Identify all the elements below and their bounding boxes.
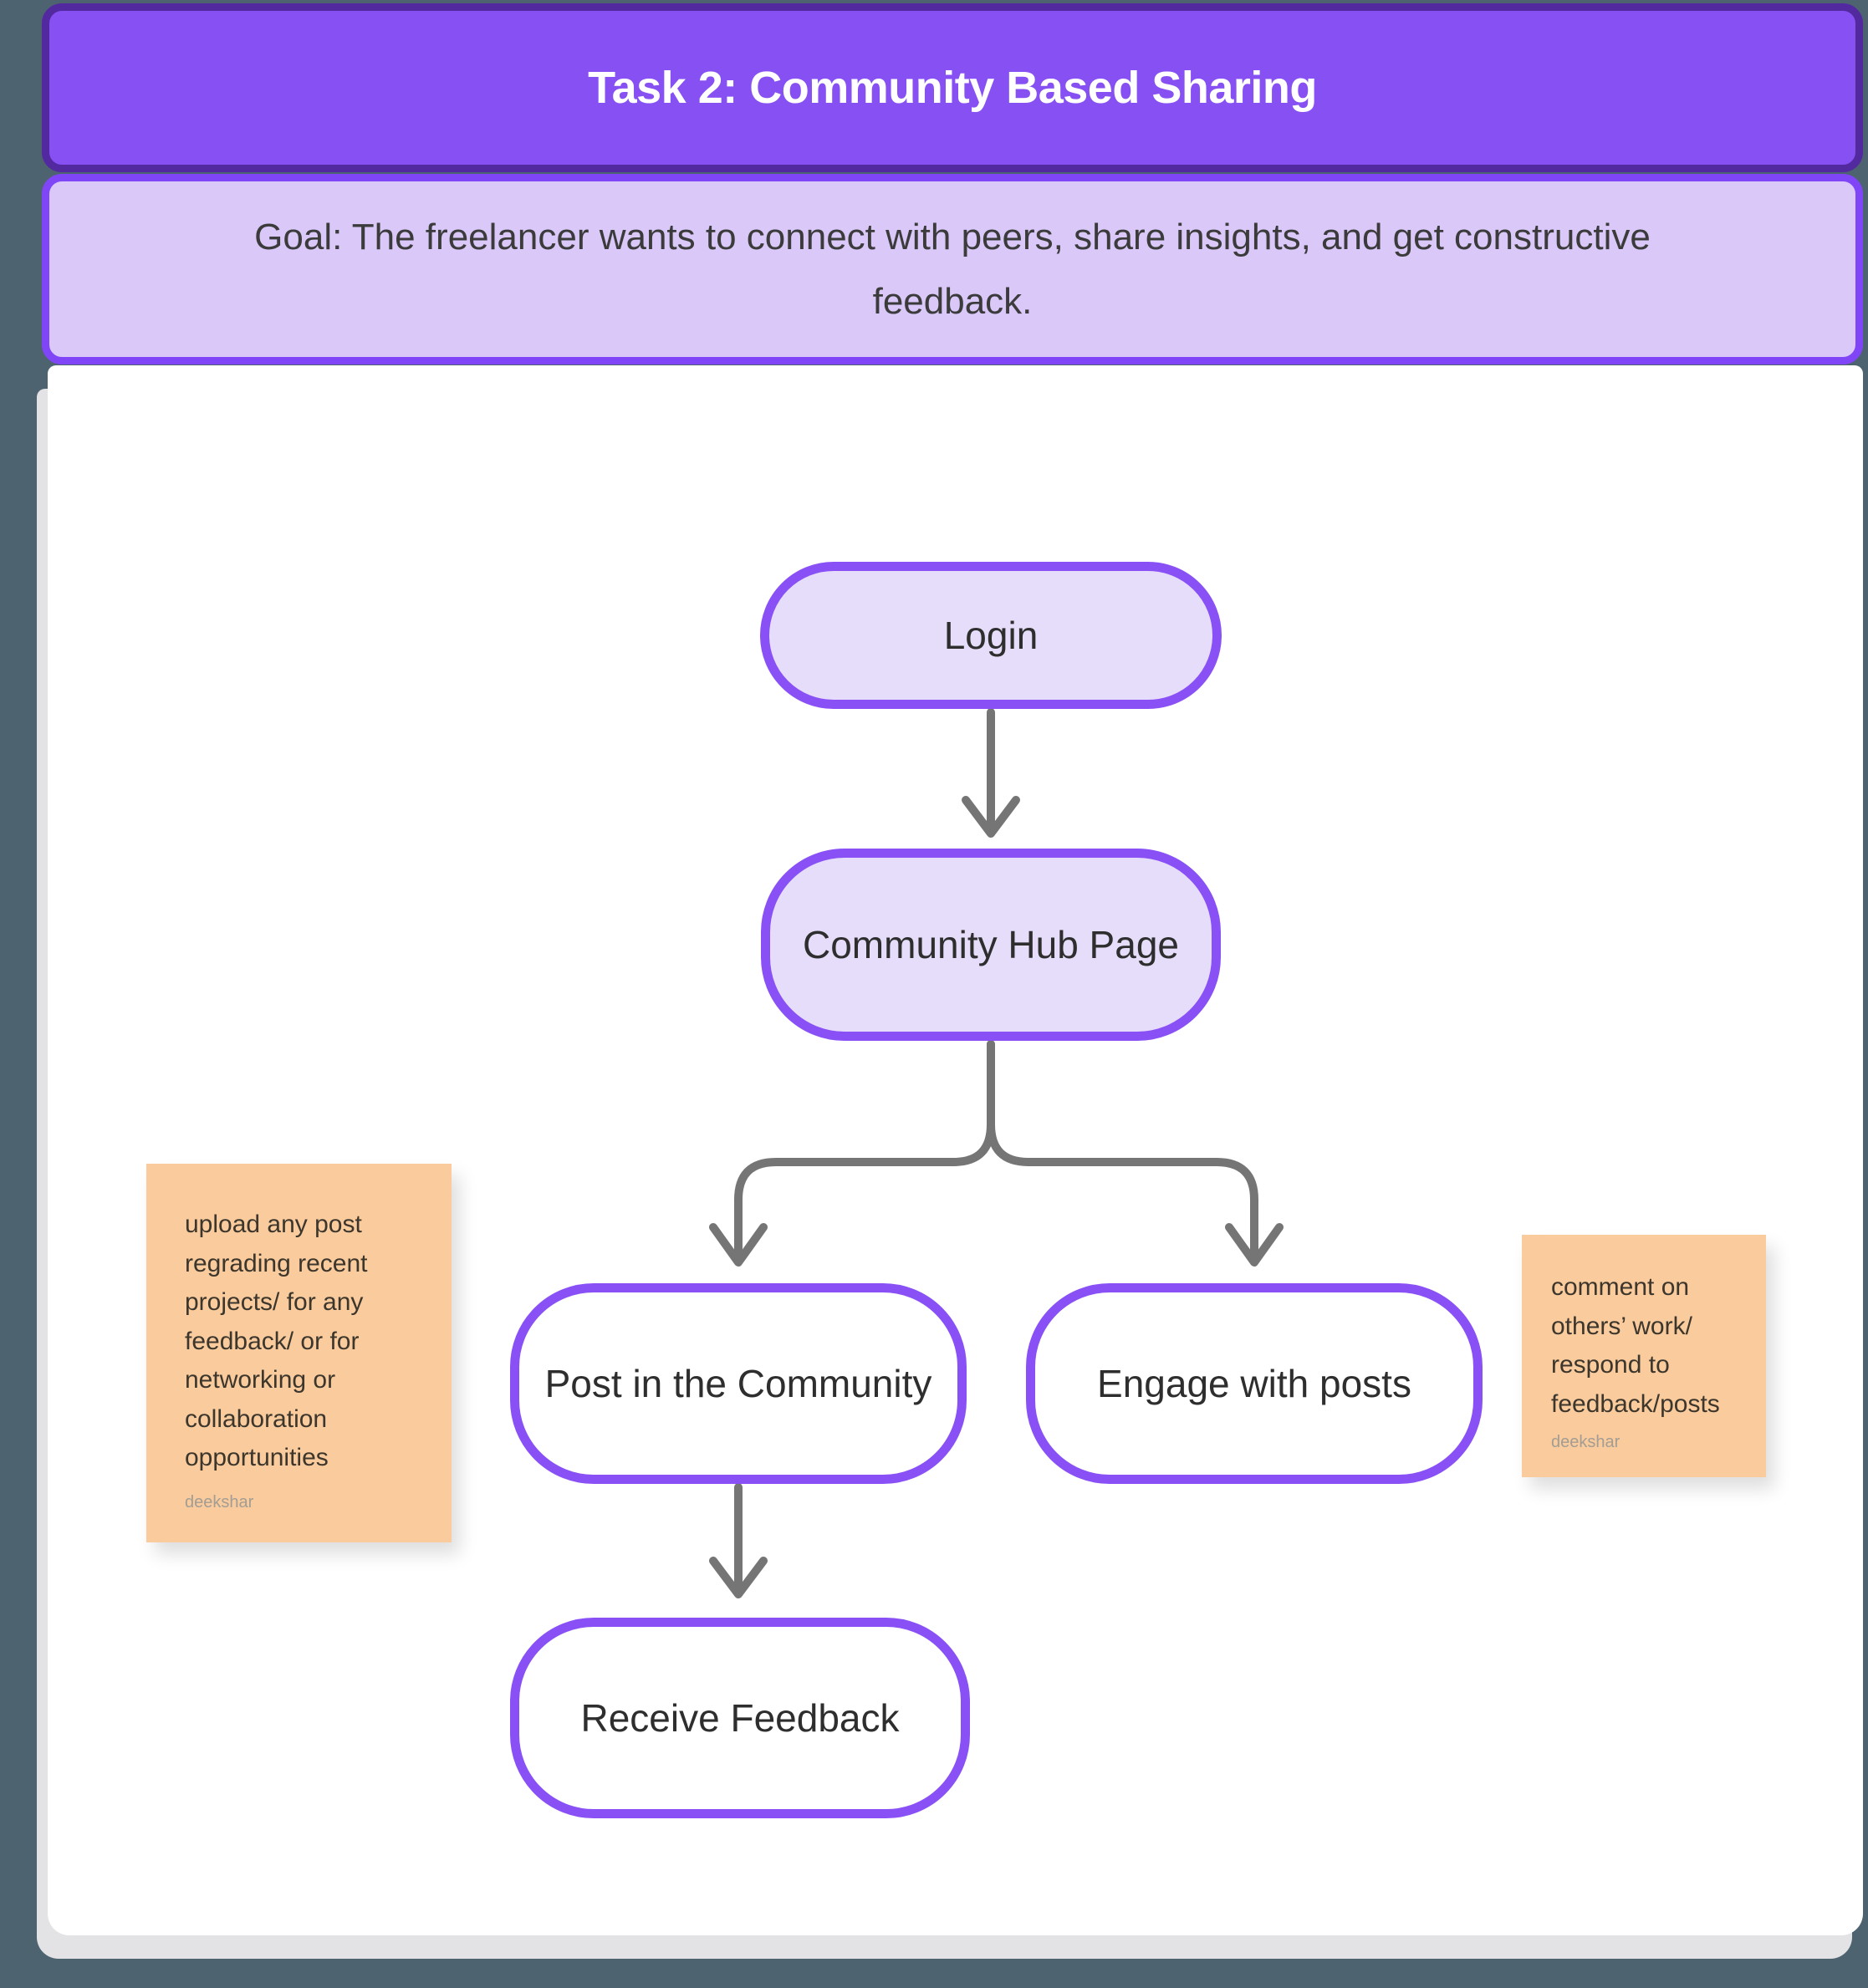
flow-node-engage-with-posts[interactable]: Engage with posts — [1026, 1283, 1483, 1484]
flow-node-label: Community Hub Page — [803, 923, 1179, 966]
page-title: Task 2: Community Based Sharing — [588, 63, 1317, 113]
goal-banner: Goal: The freelancer wants to connect wi… — [42, 174, 1863, 364]
connector-layer — [709, 708, 1284, 1598]
sticky-note-text: comment on others’ work/ respond to feed… — [1551, 1273, 1720, 1418]
connector-hub-to-engage[interactable] — [987, 1040, 1284, 1267]
flow-node-label: Engage with posts — [1097, 1362, 1411, 1405]
connector-login-to-hub[interactable] — [962, 708, 1020, 838]
sticky-note-comment-on-work[interactable]: comment on others’ work/ respond to feed… — [1522, 1235, 1766, 1477]
sticky-note-author: deekshar — [185, 1493, 254, 1511]
task-title-banner: Task 2: Community Based Sharing — [42, 3, 1863, 172]
sticky-note-upload-post[interactable]: upload any post regrading recent project… — [146, 1164, 452, 1542]
flow-node-receive-feedback[interactable]: Receive Feedback — [510, 1618, 970, 1818]
flow-node-login[interactable]: Login — [760, 562, 1222, 709]
sticky-note-author: deekshar — [1551, 1433, 1620, 1451]
sticky-note-text: upload any post regrading recent project… — [185, 1211, 368, 1471]
goal-text: Goal: The freelancer wants to connect wi… — [254, 217, 1651, 322]
flow-node-community-hub-page[interactable]: Community Hub Page — [761, 849, 1221, 1041]
connector-post-to-receive[interactable] — [709, 1483, 768, 1598]
flow-node-post-in-community[interactable]: Post in the Community — [510, 1283, 967, 1484]
connector-hub-to-post[interactable] — [709, 1040, 995, 1267]
flowchart-canvas: Login Community Hub Page Post in the Com… — [48, 365, 1863, 1935]
flow-node-label: Receive Feedback — [580, 1696, 900, 1740]
flow-node-label: Post in the Community — [544, 1362, 932, 1405]
flow-node-label: Login — [943, 614, 1039, 657]
